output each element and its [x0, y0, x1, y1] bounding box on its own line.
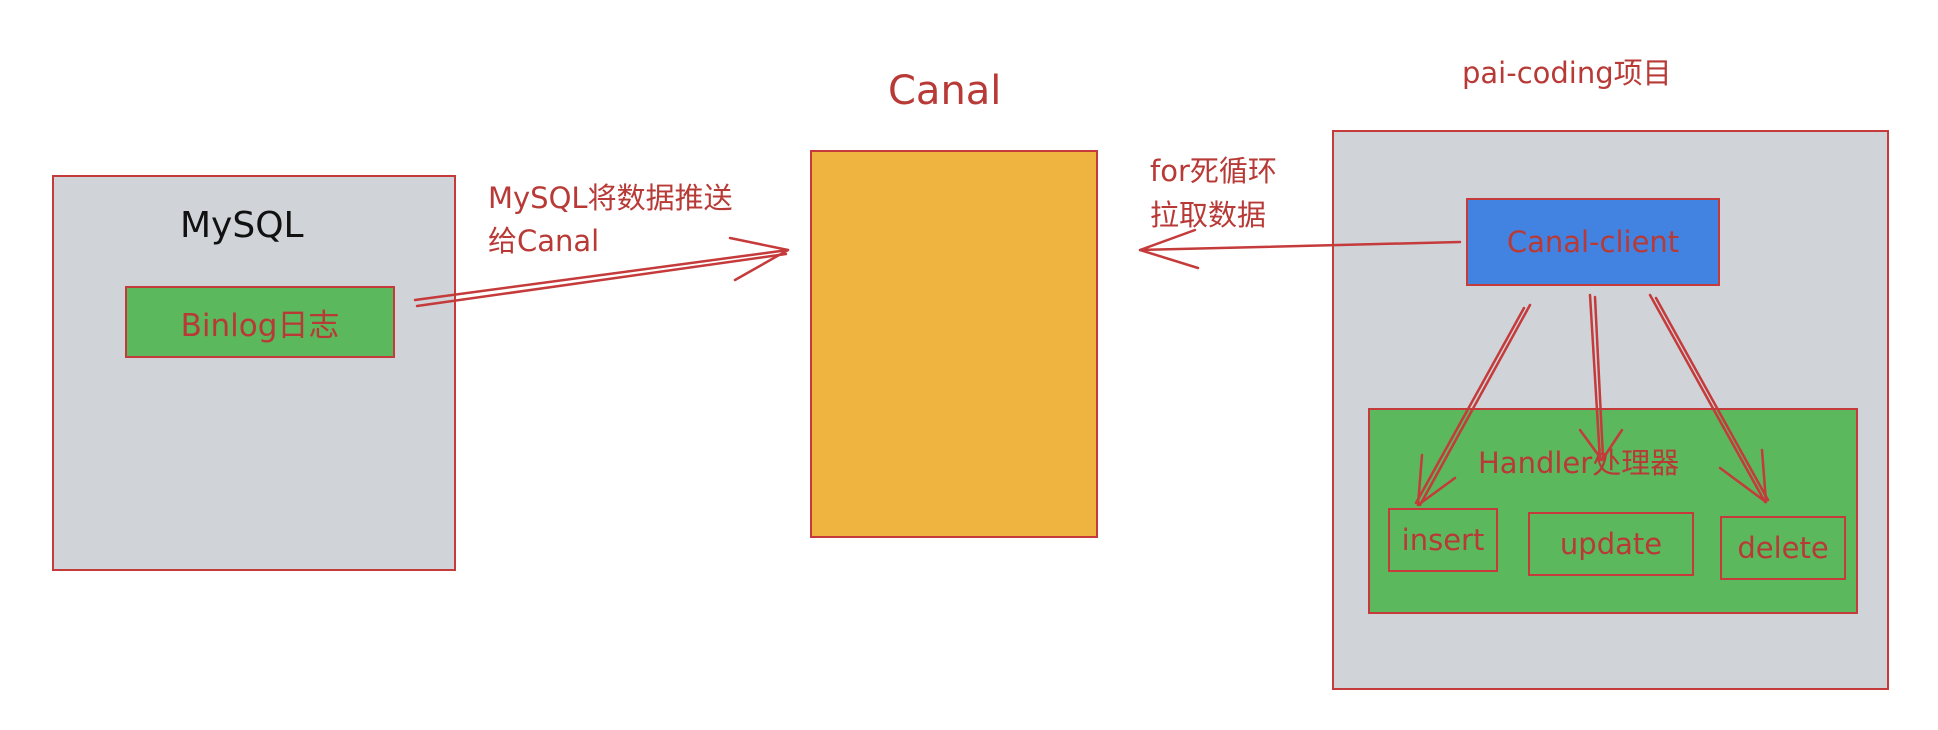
canal-box — [810, 150, 1098, 538]
project-title: pai-coding项目 — [1462, 56, 1672, 90]
push-label-line1: MySQL将数据推送 — [488, 181, 733, 215]
pull-arrow — [1138, 228, 1462, 270]
update-arrow — [1578, 293, 1624, 462]
pull-label-line1: for死循环 — [1150, 154, 1277, 188]
push-arrow — [413, 236, 790, 308]
mysql-title: MySQL — [180, 205, 304, 246]
canal-title: Canal — [888, 68, 1002, 114]
handler-title: Handler处理器 — [1478, 446, 1680, 480]
canal-client-box: Canal-client — [1466, 198, 1720, 286]
binlog-box: Binlog日志 — [125, 286, 395, 358]
push-label-line2: 给Canal — [488, 224, 600, 258]
pull-label-line2: 拉取数据 — [1150, 198, 1267, 232]
insert-arrow — [1414, 303, 1532, 507]
handler-item-update: update — [1528, 512, 1694, 576]
delete-arrow — [1648, 293, 1770, 504]
mysql-box — [52, 175, 456, 571]
handler-item-delete: delete — [1720, 516, 1846, 580]
handler-item-insert: insert — [1388, 508, 1498, 572]
